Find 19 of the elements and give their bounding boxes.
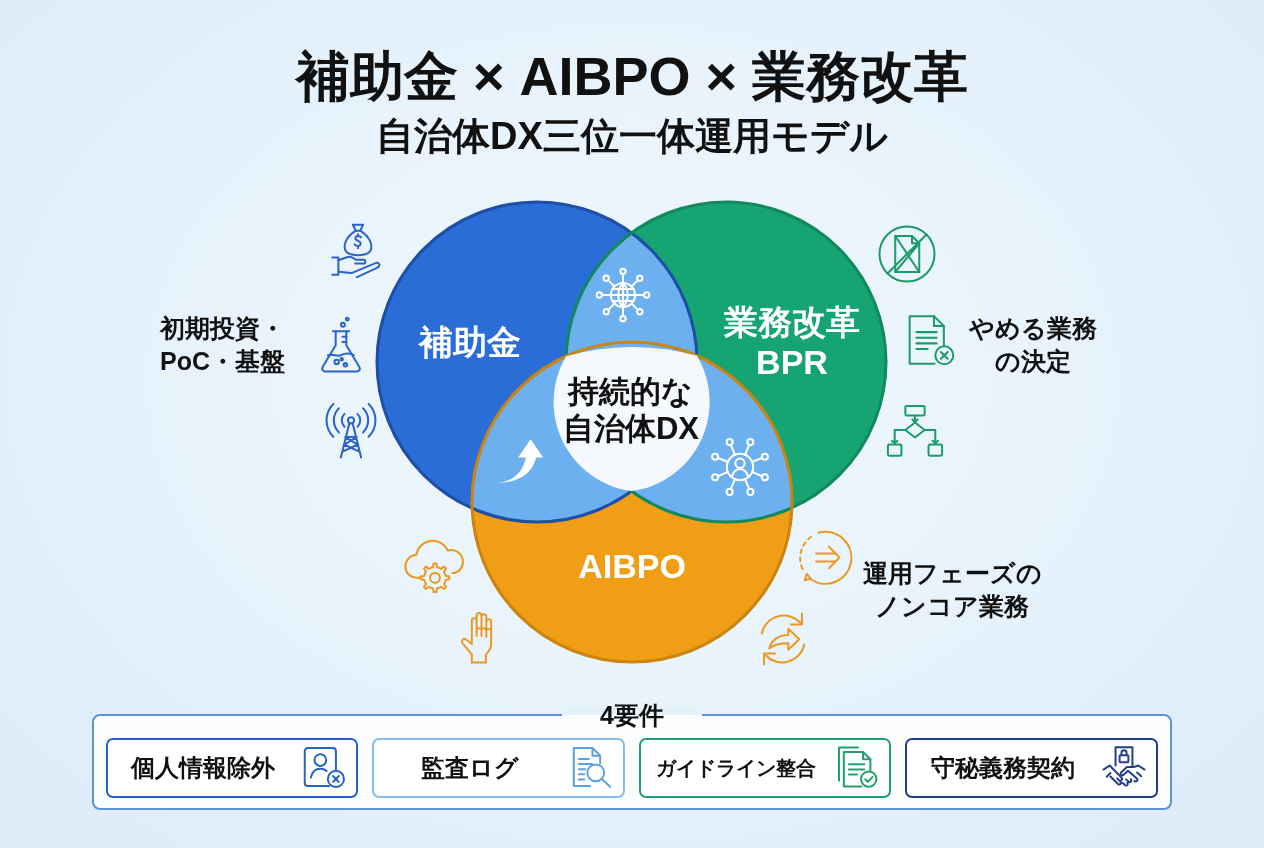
card-label: 個人情報除外 xyxy=(131,753,275,782)
panel-heading: 4要件 xyxy=(600,700,664,730)
side-note: 運用フェーズのノンコア業務 xyxy=(861,558,1043,622)
requirement-card xyxy=(639,738,891,798)
circle-label: BPR xyxy=(756,341,828,383)
center-label: 持続的な自治体DX xyxy=(561,372,701,448)
side-note: 初期投資・PoC・基盤 xyxy=(160,313,286,377)
title: 補助金 × AIBPO × 業務改革 xyxy=(295,44,969,108)
circle-label: AIBPO xyxy=(578,545,686,587)
subtitle: 自治体DX三位一体運用モデル xyxy=(376,114,888,160)
side-note: やめる業務の決定 xyxy=(968,313,1098,377)
card-label: 守秘義務契約 xyxy=(930,753,1075,782)
circle-label: 業務改革 xyxy=(724,301,860,343)
requirement-card xyxy=(372,738,625,798)
requirement-card xyxy=(905,738,1158,798)
card-label: ガイドライン整合 xyxy=(656,755,816,780)
requirement-card xyxy=(106,738,358,798)
card-label: 監査ログ xyxy=(420,753,519,782)
circle-label: 補助金 xyxy=(419,321,521,363)
